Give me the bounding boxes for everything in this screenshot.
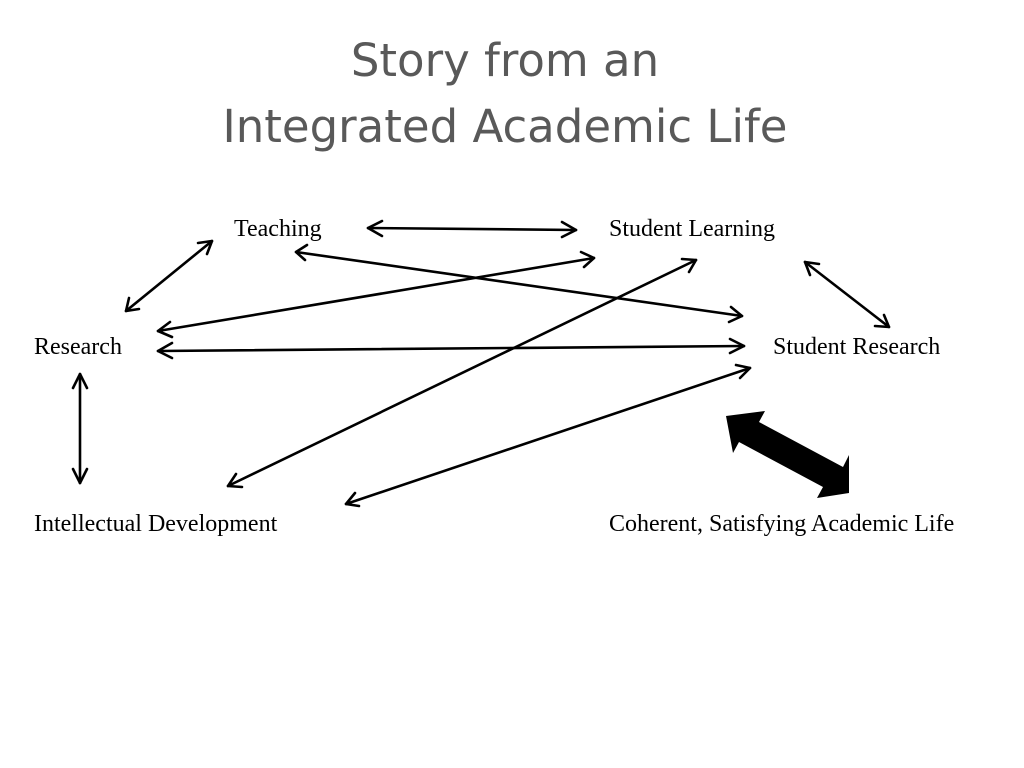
block-arrow-student-research-coherent-life: [726, 411, 849, 498]
arrow-student-research-intellectual-development: [344, 363, 752, 508]
arrow-student-learning-research: [156, 250, 596, 339]
node-student-research: Student Research: [773, 334, 941, 360]
node-intellectual-development: Intellectual Development: [34, 511, 278, 537]
node-student-learning: Student Learning: [609, 216, 775, 242]
node-coherent-academic-life: Coherent, Satisfying Academic Life: [609, 511, 955, 537]
arrow-research-student-research: [156, 337, 746, 360]
arrow-student-learning-student-research: [803, 260, 891, 329]
arrow-teaching-research: [124, 239, 214, 313]
node-research: Research: [34, 334, 122, 360]
slide-title: Story from an Integrated Academic Life: [0, 28, 1010, 160]
arrow-student-learning-intellectual-development: [226, 257, 698, 489]
arrow-teaching-student-research: [294, 243, 744, 324]
arrow-research-intellectual-development: [71, 372, 89, 485]
arrow-teaching-student-learning: [366, 219, 578, 239]
title-line-2: Integrated Academic Life: [222, 100, 788, 153]
node-teaching: Teaching: [234, 216, 322, 242]
title-line-1: Story from an: [350, 34, 660, 87]
